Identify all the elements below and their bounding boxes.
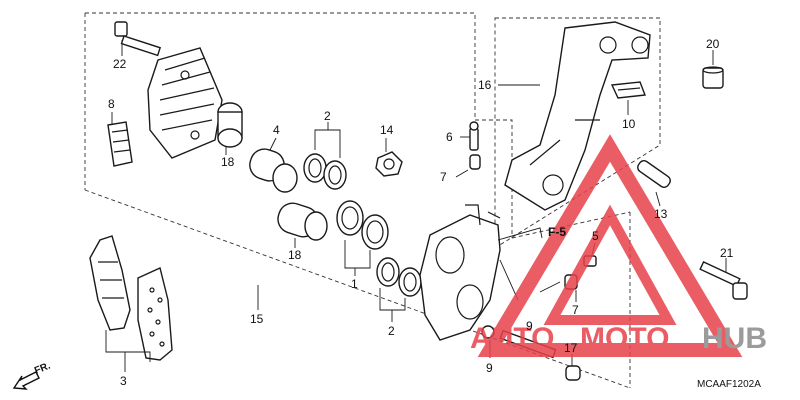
label-20: 20	[706, 37, 720, 51]
label-3: 3	[120, 374, 127, 388]
front-direction-marker: FR.	[12, 360, 52, 390]
pin-13	[637, 160, 671, 207]
label-9-bottom: 9	[486, 361, 493, 375]
label-18-lower: 18	[288, 248, 302, 262]
label-4: 4	[273, 123, 280, 137]
cap-7-upper	[455, 154, 481, 178]
sleeve-20	[702, 50, 724, 89]
watermark-text-moto: MOTO	[580, 322, 669, 355]
seal-1	[336, 200, 389, 276]
bolt-22	[114, 21, 162, 57]
label-10: 10	[622, 117, 636, 131]
watermark-text-hub: HUB	[702, 322, 767, 355]
bleeder-6	[460, 121, 479, 151]
seal-2-upper	[303, 122, 347, 190]
label-17: 17	[564, 341, 578, 355]
leader-f5	[497, 227, 543, 241]
label-7-upper: 7	[440, 170, 447, 184]
label-6: 6	[446, 130, 453, 144]
caliper-inner-half	[419, 204, 501, 341]
label-9-right: 9	[526, 319, 533, 333]
piston-18-lower	[277, 202, 328, 248]
label-13: 13	[654, 207, 668, 221]
label-21: 21	[720, 246, 734, 260]
pad-spring-8	[107, 112, 133, 167]
label-2-upper: 2	[324, 109, 331, 123]
label-7-lower: 7	[572, 303, 579, 317]
part-labels: 22 8 18 4 2 14 6 7 16 10 20 18 1 2 15 3 …	[108, 37, 734, 388]
label-8: 8	[108, 97, 115, 111]
label-1: 1	[351, 277, 358, 291]
caliper-outer-half	[147, 47, 223, 159]
bolt-21	[699, 258, 748, 300]
drawing-code: MCAAF1202A	[697, 379, 761, 390]
label-15: 15	[250, 312, 264, 326]
label-16: 16	[478, 78, 492, 92]
label-2-lower: 2	[388, 324, 395, 338]
bracket-16	[498, 21, 651, 211]
nut-14	[375, 138, 403, 177]
front-label: FR.	[33, 360, 52, 376]
brake-pads-3	[89, 235, 173, 372]
label-18-upper: 18	[221, 155, 235, 169]
piston-18-upper	[217, 102, 243, 155]
watermark-text-auto: AUTO	[470, 322, 554, 355]
piston-4	[249, 137, 298, 193]
watermark-logo: AUTO MOTO HUB	[470, 134, 767, 357]
plug-17	[565, 354, 581, 381]
clip-10	[610, 81, 646, 115]
seal-2-lower	[376, 257, 422, 322]
label-5: 5	[592, 229, 599, 243]
label-22: 22	[113, 57, 127, 71]
reference-f5: F-5	[548, 225, 566, 239]
front-arrow-icon	[12, 371, 40, 390]
label-14: 14	[380, 123, 394, 137]
